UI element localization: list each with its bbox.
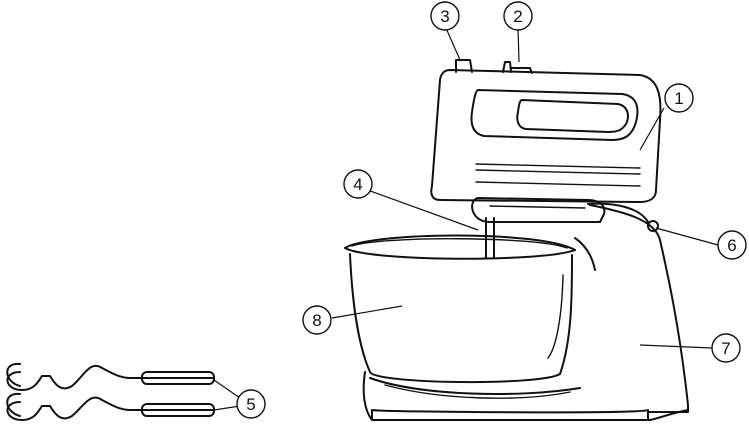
svg-text:3: 3	[440, 7, 449, 26]
stand-base	[362, 204, 689, 421]
tilt-release-button	[647, 220, 659, 232]
svg-text:1: 1	[674, 89, 683, 108]
svg-text:4: 4	[353, 175, 362, 194]
callout-7: 7	[711, 333, 741, 363]
callout-2: 2	[503, 1, 533, 31]
callout-3: 3	[430, 1, 460, 31]
svg-text:2: 2	[513, 7, 522, 26]
mixing-bowl	[344, 234, 576, 384]
hand-mixer-body	[430, 69, 662, 203]
svg-text:7: 7	[721, 339, 730, 358]
beater-shaft	[485, 217, 495, 259]
svg-text:5: 5	[246, 395, 255, 414]
eject-button	[455, 59, 473, 73]
callout-6: 6	[717, 230, 747, 260]
callout-5: 5	[236, 389, 266, 419]
speed-selector	[502, 61, 533, 74]
beaters	[6, 362, 215, 421]
callout-1: 1	[664, 83, 694, 113]
callout-4: 4	[343, 169, 373, 199]
svg-text:8: 8	[312, 311, 321, 330]
svg-text:6: 6	[727, 236, 736, 255]
callout-8: 8	[302, 305, 332, 335]
leader-lines	[213, 27, 719, 411]
